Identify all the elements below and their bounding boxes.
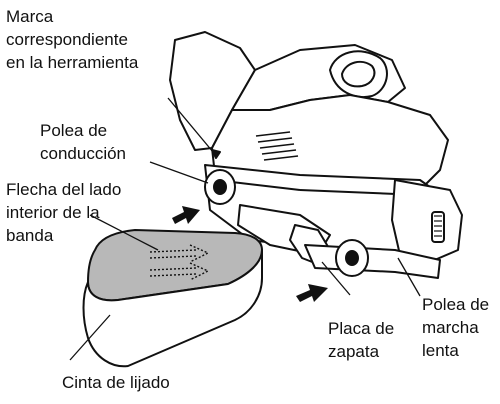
label-polea-marcha: Polea de marcha lenta — [422, 295, 489, 360]
knob-inner — [341, 60, 376, 88]
label-flecha-line1: Flecha del lado — [6, 180, 121, 199]
vent-slots — [255, 131, 299, 161]
label-cinta: Cinta de lijado — [62, 373, 170, 392]
label-placa-line1: Placa de — [328, 319, 394, 338]
front-knob — [329, 50, 388, 98]
belt-sander-tool — [169, 31, 463, 279]
idler-pulley-hub — [345, 250, 359, 266]
insert-arrow-lower — [296, 284, 328, 302]
label-polea-conduccion-line1: Polea de — [40, 121, 107, 140]
label-marca-line3: en la herramienta — [6, 53, 139, 72]
label-placa: Placa de zapata — [328, 319, 394, 361]
label-marca-line1: Marca — [6, 7, 54, 26]
label-flecha-line2: interior de la — [6, 203, 100, 222]
leader-cinta — [69, 314, 111, 361]
label-polea-conduccion: Polea de conducción — [40, 121, 126, 163]
label-flecha: Flecha del lado interior de la banda — [6, 180, 121, 245]
label-polea-marcha-line2: marcha — [422, 318, 479, 337]
label-polea-marcha-line1: Polea de — [422, 295, 489, 314]
belt-direction-arrows — [149, 244, 209, 281]
leader-marca — [167, 97, 214, 153]
label-polea-conduccion-line2: conducción — [40, 144, 126, 163]
label-cinta-line1: Cinta de lijado — [62, 373, 170, 392]
adjust-knob — [431, 211, 445, 243]
leader-polea-marcha — [397, 257, 421, 297]
leader-flecha — [89, 214, 159, 251]
drive-pulley-hub — [213, 179, 227, 195]
tool-mark-notch — [211, 149, 221, 159]
label-flecha-line3: banda — [6, 226, 54, 245]
belt-front-edge — [82, 249, 263, 368]
leader-polea-conduccion — [149, 161, 209, 184]
sanding-belt — [82, 229, 263, 368]
leader-placa — [321, 261, 351, 296]
right-housing — [391, 179, 463, 263]
label-marca-line2: correspondiente — [6, 30, 128, 49]
label-polea-marcha-line3: lenta — [422, 341, 459, 360]
label-marca: Marca correspondiente en la herramienta — [6, 7, 139, 72]
leader-lines — [69, 97, 421, 361]
label-placa-line2: zapata — [328, 342, 380, 361]
insert-arrow-upper — [172, 206, 200, 224]
